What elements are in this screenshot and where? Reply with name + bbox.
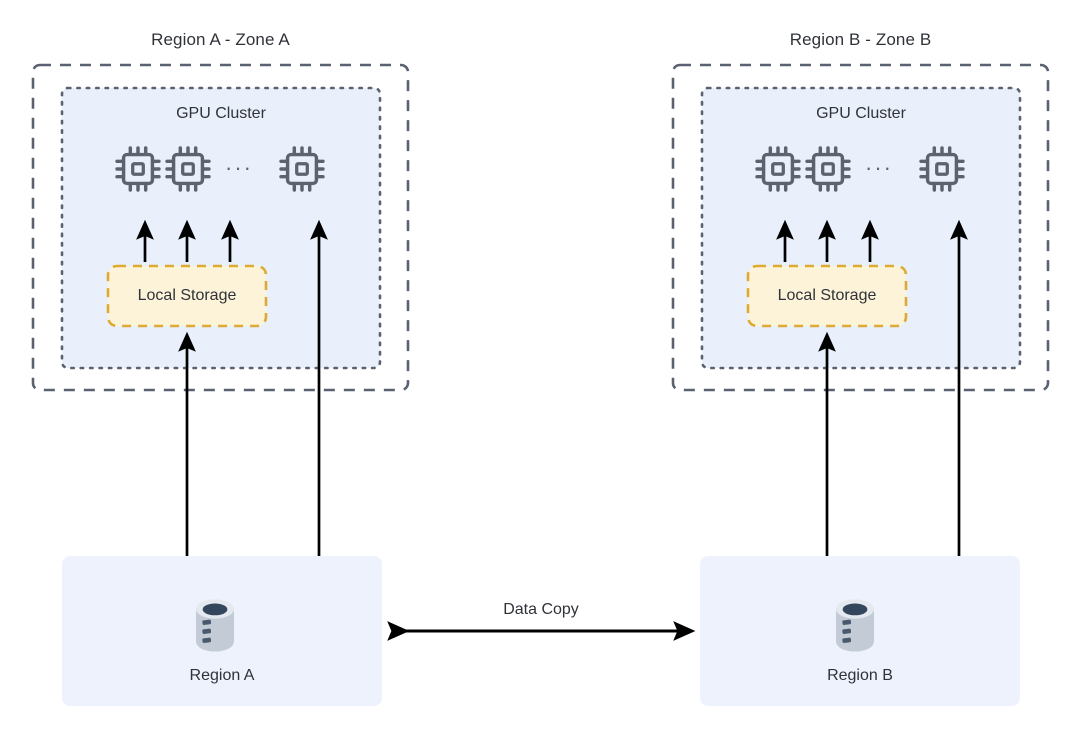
region-a-label: Region A: [189, 667, 255, 684]
zone-a-dashed-boundary: [31, 63, 410, 392]
data-copy-label: Data Copy: [503, 601, 579, 618]
local-storage-box-left: [106, 264, 268, 328]
gpu-ellipsis-right: ···: [865, 155, 893, 180]
storage-to-gpu-arrows-left: [136, 219, 239, 262]
local-storage-label-left: Local Storage: [137, 287, 237, 304]
zone-b-dashed-boundary: [671, 63, 1050, 392]
region-b-label: Region B: [827, 667, 893, 684]
region-a-database-icon: [196, 599, 234, 652]
gpu-cluster-label-left: GPU Cluster: [176, 105, 266, 122]
zone-group-left: [31, 63, 410, 556]
region-b-database-icon: [836, 599, 874, 652]
gpu-cluster-label-right: GPU Cluster: [816, 105, 906, 122]
storage-to-gpu-arrows-right: [776, 219, 879, 262]
zone-b-title: Region B - Zone B: [789, 30, 932, 49]
local-storage-label-right: Local Storage: [777, 287, 877, 304]
local-storage-box-right: [746, 264, 908, 328]
gpu-ellipsis-left: ···: [225, 155, 253, 180]
zone-group-right: [671, 63, 1050, 556]
zone-a-title: Region A - Zone A: [151, 30, 290, 49]
